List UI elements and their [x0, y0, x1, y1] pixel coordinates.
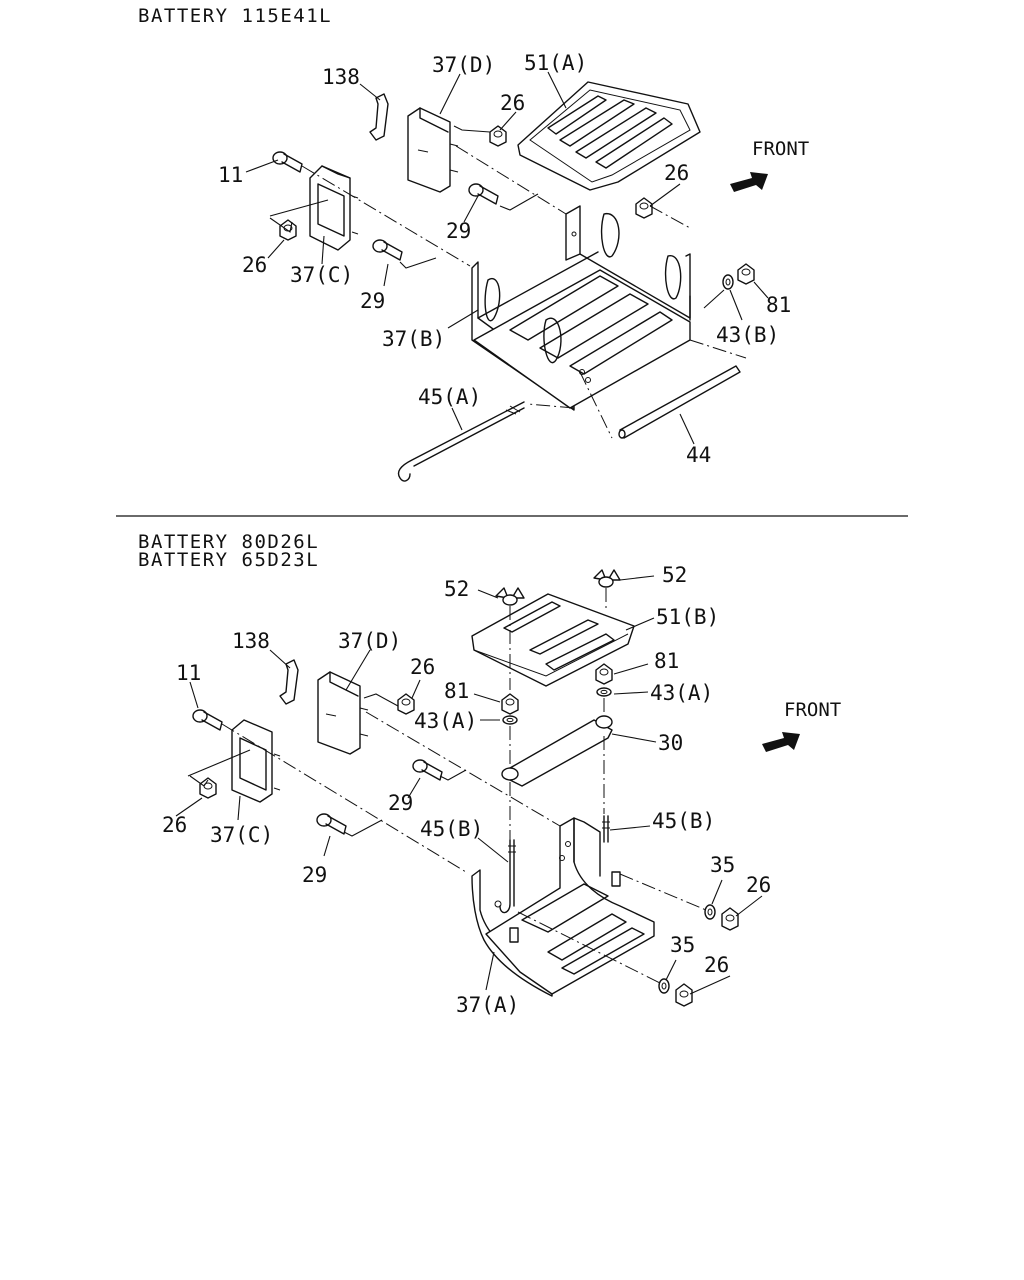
bracket-37c [309, 165, 359, 251]
callout-labels: 138 37(D) 51(A) 26 26 11 29 26 37(C) 29 … [218, 51, 791, 467]
callout-labels: 52 52 51(B) 138 37(D) 26 81 11 81 43(A) … [162, 563, 771, 1017]
callout-43b: 43(B) [716, 323, 779, 347]
wing-nut-52-left [495, 587, 525, 606]
leader-lines [175, 575, 763, 995]
nut-81-left [501, 693, 519, 715]
callout-26-upper: 26 [410, 655, 435, 679]
section-battery-80d26l-65d23l: BATTERY 80D26L BATTERY 65D23L FRONT [138, 531, 841, 1017]
assembly-lines [221, 588, 707, 985]
callout-26-right: 26 [664, 161, 689, 185]
front-label: FRONT [784, 699, 841, 721]
front-arrow-icon [730, 172, 768, 192]
callout-11: 11 [176, 661, 201, 685]
section-battery-115e41l: BATTERY 115E41L FRONT [138, 5, 809, 482]
bracket-37c [231, 719, 281, 803]
battery-cover-51a [517, 81, 701, 191]
battery-cover-51b [471, 593, 635, 687]
nut-26-right-lower [675, 983, 693, 1007]
callout-45a: 45(A) [418, 385, 481, 409]
nut-26-right [635, 197, 653, 219]
nut-26-upper [397, 693, 415, 715]
callout-26-right-lower: 26 [704, 953, 729, 977]
leader-lines [245, 71, 769, 445]
rod-45b-left [499, 839, 516, 914]
callout-37d: 37(D) [338, 629, 401, 653]
callout-26-left: 26 [162, 813, 187, 837]
callout-29-lower: 29 [302, 863, 327, 887]
callout-138: 138 [322, 65, 360, 89]
section-title-2: BATTERY 65D23L [138, 549, 319, 571]
callout-45b-left: 45(B) [420, 817, 483, 841]
callout-30: 30 [658, 731, 683, 755]
callout-37a: 37(A) [456, 993, 519, 1017]
callout-43a-right: 43(A) [650, 681, 713, 705]
bolt-29-lower [372, 239, 403, 261]
callout-52-right: 52 [662, 563, 687, 587]
fasteners [192, 663, 739, 1007]
callout-81-left: 81 [444, 679, 469, 703]
section-title: BATTERY 115E41L [138, 5, 332, 27]
fasteners [272, 125, 755, 290]
rod-45a [397, 401, 525, 482]
front-label: FRONT [752, 138, 809, 160]
callout-81: 81 [766, 293, 791, 317]
callout-51a: 51(A) [524, 51, 587, 75]
nut-81 [737, 263, 755, 285]
battery-tray-37a [471, 817, 655, 997]
bolt-29-lower [316, 813, 347, 835]
rod-44 [618, 365, 741, 439]
callout-37d: 37(D) [432, 53, 495, 77]
callout-44: 44 [686, 443, 711, 467]
callout-29-upper: 29 [446, 219, 471, 243]
callout-11: 11 [218, 163, 243, 187]
nut-26-right-upper [721, 907, 739, 931]
washer-43a-right [596, 687, 612, 697]
assembly-lines [301, 145, 747, 439]
hook-138 [369, 93, 389, 141]
washer-43b [722, 274, 734, 290]
callout-29-lower: 29 [360, 289, 385, 313]
battery-tray-37b [471, 205, 691, 411]
front-arrow-icon [762, 732, 800, 752]
washer-35-upper [704, 904, 716, 920]
callout-43a-left: 43(A) [414, 709, 477, 733]
callout-26-right-upper: 26 [746, 873, 771, 897]
wing-nut-52-right [593, 569, 621, 588]
nut-26-left [199, 777, 217, 799]
callout-51b: 51(B) [656, 605, 719, 629]
callout-37b: 37(B) [382, 327, 445, 351]
nut-26-upper [489, 125, 507, 147]
callout-37c: 37(C) [210, 823, 273, 847]
section-title-1: BATTERY 80D26L [138, 531, 319, 553]
callout-37c: 37(C) [290, 263, 353, 287]
rod-45b-right [602, 815, 610, 843]
washer-35-lower [658, 978, 670, 994]
callout-26-upper: 26 [500, 91, 525, 115]
bolt-11 [192, 709, 223, 731]
callout-29-upper: 29 [388, 791, 413, 815]
callout-52-left: 52 [444, 577, 469, 601]
bracket-37d [407, 107, 459, 193]
bolt-11 [272, 151, 303, 173]
callout-26-left: 26 [242, 253, 267, 277]
nut-81-right [595, 663, 613, 685]
callout-35-upper: 35 [710, 853, 735, 877]
callout-81-right: 81 [654, 649, 679, 673]
bracket-37d [317, 671, 369, 755]
bolt-29-upper [468, 183, 499, 205]
bolt-29-upper [412, 759, 443, 781]
washer-43a-left [502, 715, 518, 725]
hook-138 [279, 659, 299, 705]
callout-45b-right: 45(B) [652, 809, 715, 833]
callout-138: 138 [232, 629, 270, 653]
callout-35-lower: 35 [670, 933, 695, 957]
hold-down-bar-30 [501, 715, 613, 787]
